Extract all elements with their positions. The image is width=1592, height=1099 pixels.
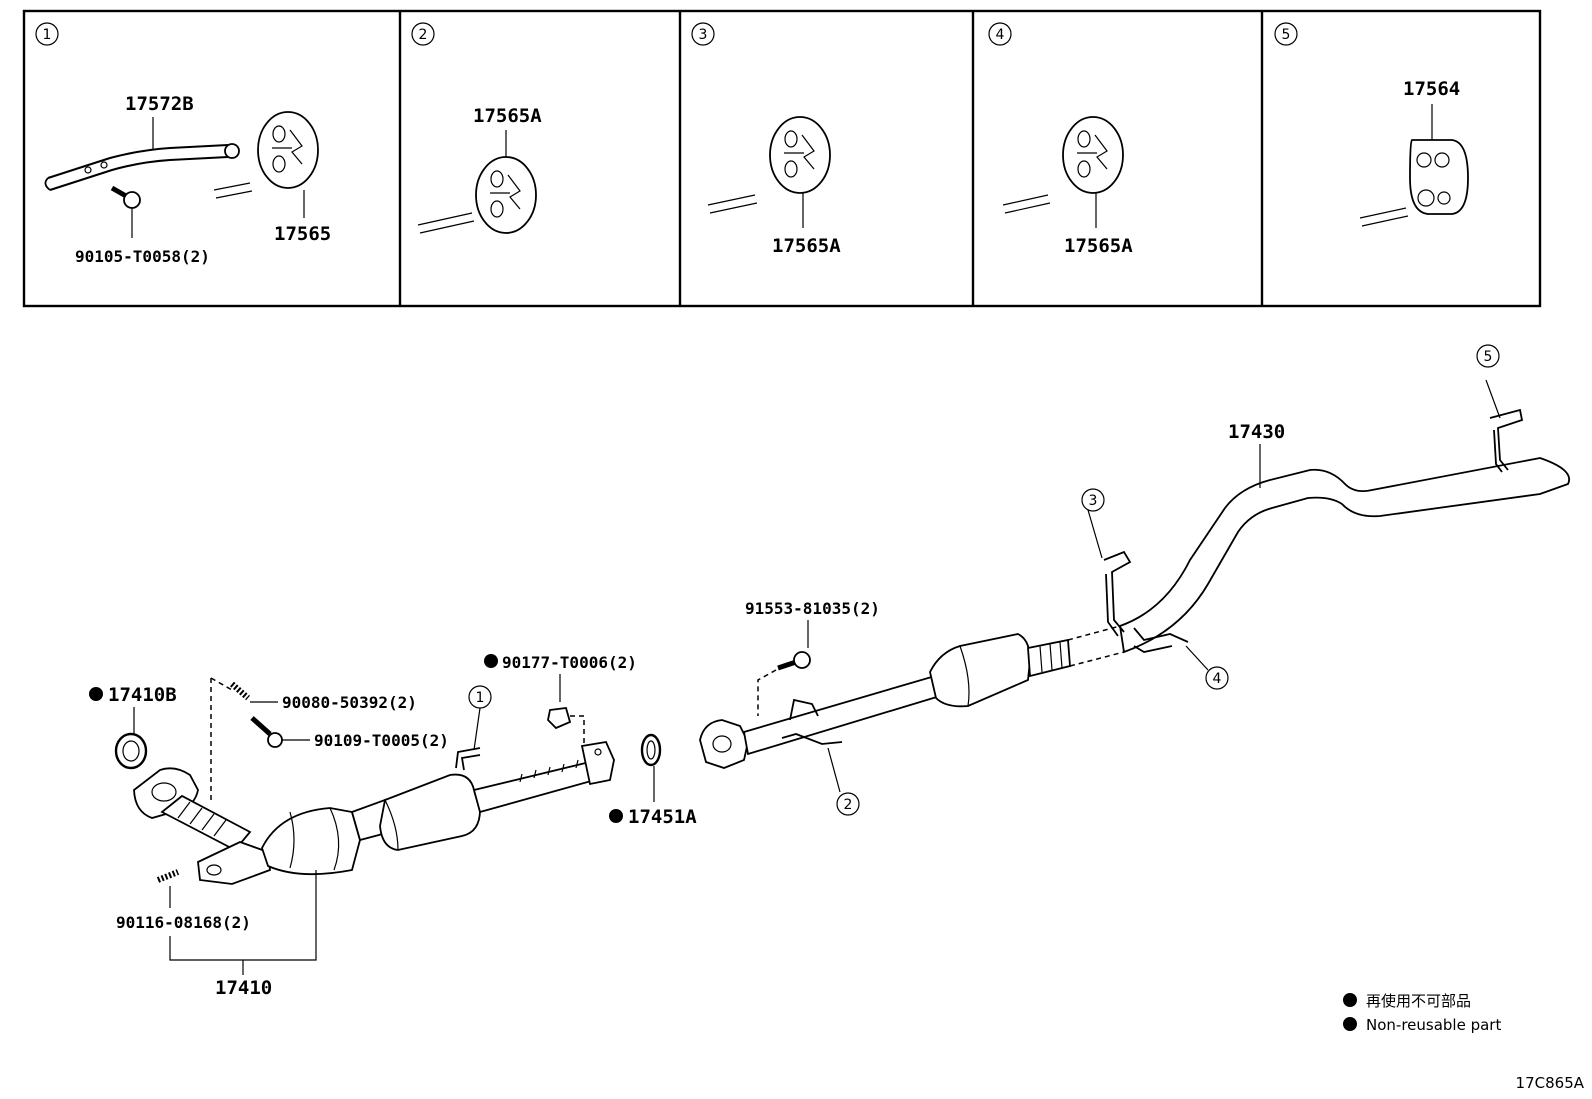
legend-en: Non-reusable part [1366,1016,1501,1034]
panel-4: 4 17565A [988,22,1133,257]
label-17565a-p2: 17565A [473,105,542,127]
nut-90177: 90177-T0006(2) [484,653,637,744]
legend-marker-en [1343,1017,1357,1031]
label-17451a: 17451A [628,806,697,828]
panel-1: 1 17572B 90105-T0058(2) 17565 [35,22,331,266]
legend: 再使用不可部品 Non-reusable part [1343,992,1501,1034]
panel-5: 5 17564 [1274,22,1469,227]
panel-3: 3 17565A [691,22,841,257]
label-90080: 90080-50392(2) [282,693,417,712]
bolt-91553: 91553-81035(2) [745,599,880,716]
label-90105: 90105-T0058(2) [75,247,210,266]
label-90177: 90177-T0006(2) [502,653,637,672]
label-17410b: 17410B [108,684,177,706]
gasket-17410b: 17410B [89,684,177,770]
label-91553: 91553-81035(2) [745,599,880,618]
panel-1-number: 1 [43,27,52,43]
label-17565: 17565 [274,223,331,245]
inset-panels [22,9,1542,308]
panel-4-number: 4 [996,27,1005,43]
rubber-hanger-17564 [1409,139,1469,215]
panel-2-number: 2 [419,27,428,43]
stud-90116: 90116-08168(2) [116,869,251,932]
stud-90080: 90080-50392(2) [230,681,417,712]
label-90109: 90109-T0005(2) [314,731,449,750]
non-reusable-marker [89,687,103,701]
callout-4: 4 [1213,671,1222,687]
panel-5-number: 5 [1282,27,1291,43]
label-90116: 90116-08168(2) [116,913,251,932]
label-17565a-p4: 17565A [1064,235,1133,257]
bolt-90109: 90109-T0005(2) [250,716,449,750]
rubber-hanger-17565a-p2 [475,156,537,234]
front-pipe-17410 [133,707,615,885]
legend-jp: 再使用不可部品 [1366,992,1471,1010]
panel-2: 2 17565A [411,22,542,234]
label-17410: 17410 [215,977,272,999]
bolt-90105 [110,185,141,238]
panel-3-number: 3 [699,27,708,43]
callout-3: 3 [1089,493,1098,509]
label-17572b: 17572B [125,93,194,115]
callout-1: 1 [476,690,485,706]
rubber-hanger-17565 [257,111,319,189]
non-reusable-marker [484,654,498,668]
callout-5: 5 [1484,349,1493,365]
rubber-hanger-17565a-p4 [1062,116,1124,194]
rubber-hanger-17565a-p3 [769,116,831,194]
tail-pipe-17430 [699,379,1570,793]
label-17564: 17564 [1403,78,1460,100]
label-17430: 17430 [1228,421,1285,443]
gasket-17451a: 17451A [609,733,697,828]
diagram-code: 17C865A [1516,1074,1585,1092]
callout-2: 2 [844,797,853,813]
hanger-bracket-17572b [44,143,240,191]
non-reusable-marker [609,809,623,823]
legend-marker-jp [1343,993,1357,1007]
label-17565a-p3: 17565A [772,235,841,257]
